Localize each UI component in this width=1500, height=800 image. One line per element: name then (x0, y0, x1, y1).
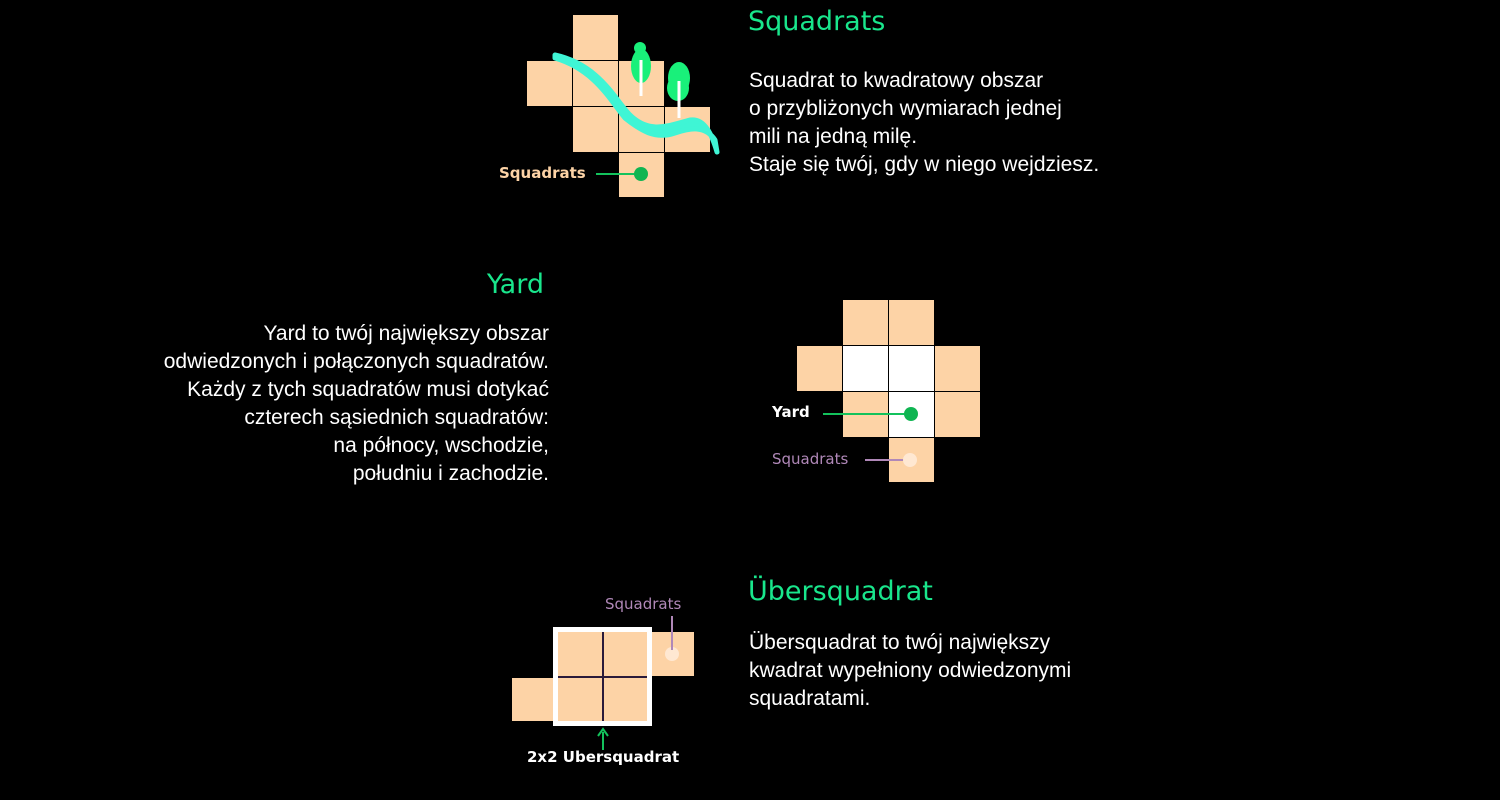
text-line: odwiedzonych i połączonych squadratów. (163, 350, 549, 373)
cell (843, 300, 888, 345)
ubersquadrat-diagram (512, 616, 694, 750)
text-line: na północy, wschodzie, (333, 434, 549, 457)
pointer-dot (904, 407, 918, 421)
pointer-dot (665, 647, 679, 661)
squadrats-diagram-label: Squadrats (499, 164, 586, 182)
ubersquadrat-description: Übersquadrat to twój największy kwadrat … (749, 629, 1071, 713)
cell (573, 15, 618, 60)
cell (527, 61, 572, 106)
text-line: Yard to twój największy obszar (263, 322, 549, 345)
yard-description: Yard to twój największy obszar odwiedzon… (164, 320, 549, 488)
text-line: mili na jedną milę. (749, 125, 918, 148)
squadrats-description: Squadrat to kwadratowy obszar o przybliż… (749, 67, 1099, 179)
yard-cell (889, 346, 934, 391)
yard-squadrats-label: Squadrats (772, 450, 849, 468)
text-line: południu i zachodzie. (352, 462, 549, 485)
ubersquadrat-title: Übersquadrat (748, 576, 933, 607)
cell (935, 392, 980, 437)
river-icon (552, 52, 720, 155)
text-line: squadratami. (749, 687, 871, 710)
text-line: Staje się twój, gdy w niego wejdziesz. (749, 153, 1100, 176)
tree-icon (667, 62, 690, 118)
text-line: czterech sąsiednich squadratów: (244, 406, 549, 429)
cell (935, 346, 980, 391)
arrow-head-icon (597, 727, 609, 737)
pointer-dot (634, 167, 648, 181)
squadrats-title: Squadrats (748, 6, 886, 37)
tree-icon (631, 42, 651, 96)
cell (512, 678, 556, 721)
yard-title: Yard (486, 269, 544, 300)
cell (889, 300, 934, 345)
uber-diagram-label: 2x2 Ubersquadrat (527, 748, 680, 766)
text-line: o przybliżonych wymiarach jednej (749, 97, 1062, 120)
text-line: Każdy z tych squadratów musi dotykać (187, 378, 549, 401)
text-line: Übersquadrat to twój największy (749, 631, 1051, 654)
uber-squadrats-label: Squadrats (605, 595, 682, 613)
pointer-dot (903, 453, 917, 467)
cell (573, 107, 618, 152)
yard-cell (843, 346, 888, 391)
yard-diagram (797, 300, 980, 482)
cell (797, 346, 842, 391)
yard-diagram-label: Yard (772, 403, 810, 421)
text-line: Squadrat to kwadratowy obszar (749, 69, 1044, 92)
text-line: kwadrat wypełniony odwiedzonymi (749, 659, 1072, 682)
